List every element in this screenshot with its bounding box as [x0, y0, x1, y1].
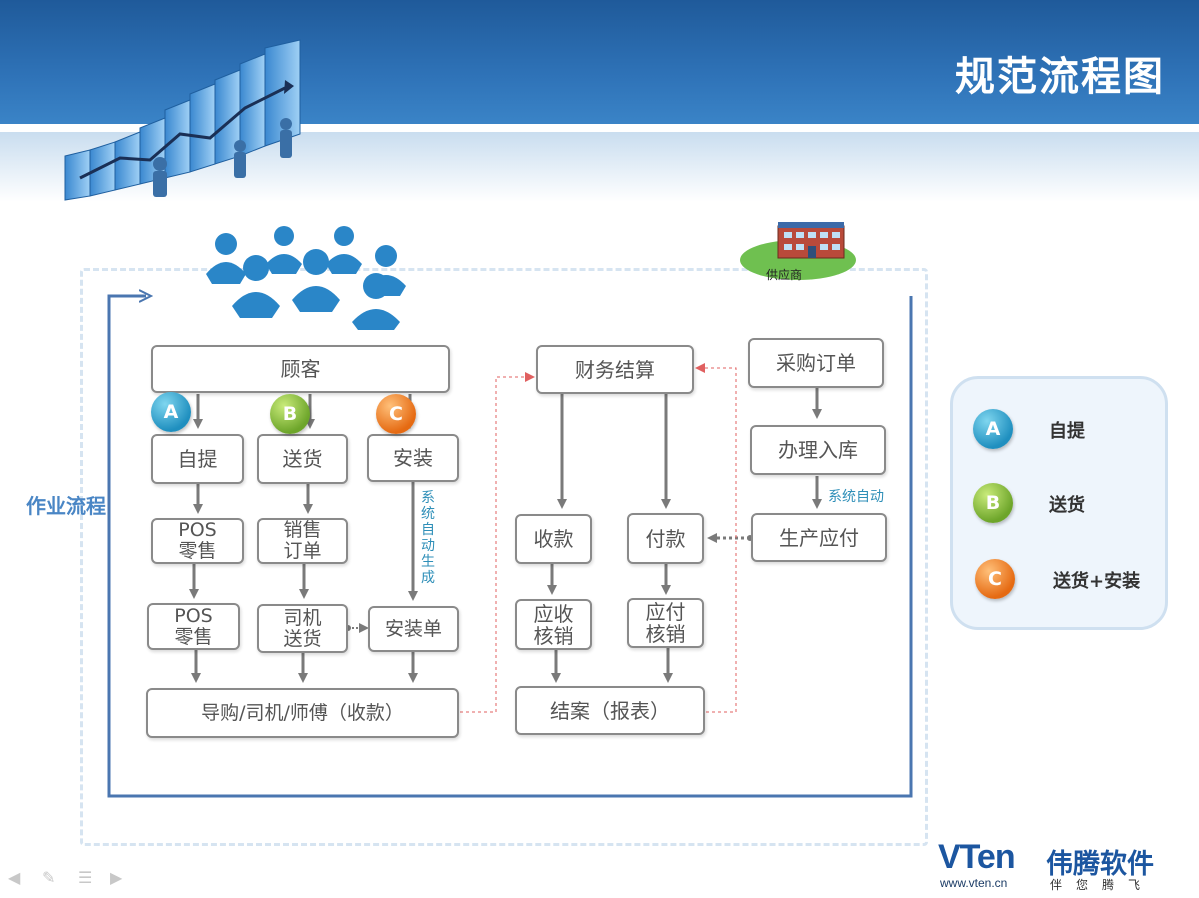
close-case-box: 结案（报表） — [515, 686, 705, 735]
supplier-label: 供应商 — [766, 268, 803, 282]
company-slogan: 伴您腾飞 — [1050, 878, 1155, 892]
vten-logo: VTen — [938, 838, 1016, 876]
receive-payment-box: 收款 — [515, 514, 592, 564]
legend-label-b: 送货 — [1049, 495, 1085, 516]
logo-url: www.vten.cn — [940, 876, 1008, 890]
install-order-box: 安装单 — [368, 606, 459, 652]
customers-group-icon — [206, 226, 406, 330]
legend-panel: A 自提 B 送货 C 送货+安装 — [950, 376, 1168, 630]
company-name: 伟腾软件 — [1046, 849, 1154, 880]
pos-sale-box-1: POS 零售 — [151, 518, 244, 564]
pen-icon[interactable]: ✎ — [42, 868, 56, 887]
legend-badge-b: B — [973, 483, 1013, 523]
badge-a: A — [151, 392, 191, 432]
supplier-building-icon — [740, 222, 856, 280]
make-payment-box: 付款 — [627, 513, 704, 564]
system-auto-note: 系统自动 — [828, 489, 884, 505]
prev-slide-icon[interactable]: ◀ — [8, 868, 21, 887]
page-title: 规范流程图 — [955, 54, 1165, 100]
collection-box: 导购/司机/师傅（收款） — [146, 688, 459, 738]
legend-badge-a: A — [973, 409, 1013, 449]
delivery-box: 送货 — [257, 434, 348, 484]
customer-box: 顾客 — [151, 345, 450, 393]
driver-delivery-box: 司机 送货 — [257, 604, 348, 653]
badge-c: C — [376, 394, 416, 434]
process-frame — [80, 268, 928, 846]
legend-label-c: 送货+安装 — [1053, 571, 1141, 592]
pos-sale-box-2: POS 零售 — [147, 603, 240, 650]
stock-in-box: 办理入库 — [750, 425, 886, 475]
workflow-label: 作业流程 — [26, 494, 106, 518]
self-pickup-box: 自提 — [151, 434, 244, 484]
ar-writeoff-box: 应收 核销 — [515, 599, 592, 650]
install-box: 安装 — [367, 434, 459, 482]
sales-order-box: 销售 订单 — [257, 518, 348, 564]
auto-generate-note: 系统自动生成 — [421, 490, 435, 586]
badge-b: B — [270, 394, 310, 434]
menu-icon[interactable]: ☰ — [78, 868, 93, 887]
header-divider — [0, 124, 1199, 132]
purchase-order-box: 采购订单 — [748, 338, 884, 388]
next-slide-icon[interactable]: ▶ — [110, 868, 123, 887]
legend-label-a: 自提 — [1049, 421, 1085, 442]
ap-writeoff-box: 应付 核销 — [627, 598, 704, 648]
finance-settlement-box: 财务结算 — [536, 345, 694, 394]
payable-box: 生产应付 — [751, 513, 887, 562]
growth-chart-illustration — [64, 39, 301, 201]
legend-badge-c: C — [975, 559, 1015, 599]
